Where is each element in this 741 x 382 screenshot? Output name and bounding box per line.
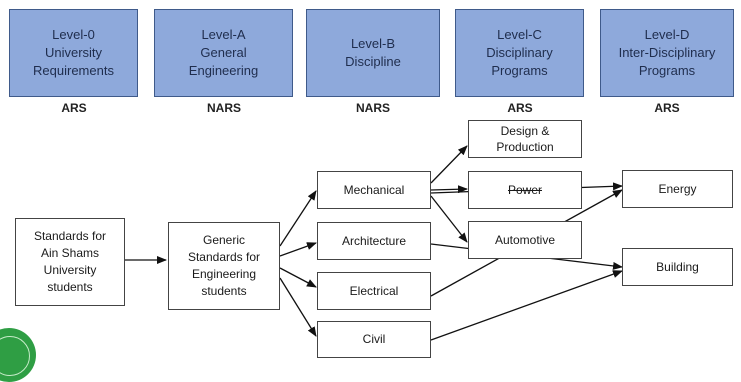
arrow-generic-to-mechanical [279, 190, 317, 247]
level-b-line-2: Discipline [345, 54, 401, 69]
level-c-title: Level-C [497, 27, 542, 42]
level-d-header: Level-D Inter-Disciplinary Programs [600, 9, 734, 97]
level-d-standard: ARS [654, 101, 680, 115]
arrow-civil-to-building [430, 270, 623, 341]
node-electrical-label: Electrical [349, 283, 399, 298]
level-0-line-2: University [44, 45, 103, 60]
node-energy-label: Energy [658, 181, 697, 196]
level-d-line-2: Inter-Disciplinary [618, 45, 716, 60]
node-power-label: Power [507, 182, 542, 197]
level-0-title: Level-0 [52, 27, 95, 42]
level-a-standard: NARS [206, 101, 241, 115]
level-0-header: Level-0 University Requirements [9, 9, 138, 97]
node-building: Building [622, 248, 733, 286]
level-0-standard: ARS [61, 101, 87, 115]
node-generic-line-1: Generic [202, 233, 246, 247]
node-ain-shams-line-4: students [47, 280, 93, 294]
level-a-title: Level-A [201, 27, 246, 42]
arrow-generic-to-electrical [279, 267, 317, 288]
node-design-line-2: Production [496, 140, 554, 154]
node-energy: Energy [622, 170, 733, 208]
node-automotive: Automotive [468, 221, 582, 259]
node-architecture-label: Architecture [341, 233, 407, 248]
node-mechanical: Mechanical [317, 171, 431, 209]
level-0-line-3: Requirements [33, 63, 114, 78]
node-ain-shams-standards: Standards for Ain Shams University stude… [15, 218, 125, 306]
node-mechanical-label: Mechanical [343, 182, 405, 197]
level-a-header: Level-A General Engineering [154, 9, 293, 97]
arrow-mechanical-to-automotive [430, 195, 468, 243]
node-generic-line-3: Engineering [191, 267, 257, 281]
level-b-header: Level-B Discipline [306, 9, 440, 97]
level-b-title: Level-B [350, 36, 396, 51]
node-civil-label: Civil [362, 332, 386, 346]
level-c-header: Level-C Disciplinary Programs [455, 9, 584, 97]
node-design-production: Design & Production [468, 120, 582, 158]
level-c-standard: ARS [507, 101, 533, 115]
node-design-line-1: Design & [500, 124, 550, 138]
arrow-generic-to-architecture [279, 242, 317, 257]
node-generic-standards: Generic Standards for Engineering studen… [168, 222, 280, 310]
level-d-line-3: Programs [638, 63, 696, 78]
node-automotive-label: Automotive [494, 232, 556, 247]
arrow-mechanical-to-design [430, 145, 468, 184]
level-c-line-3: Programs [491, 63, 548, 78]
level-c-line-2: Disciplinary [486, 45, 553, 60]
node-generic-line-2: Standards for [187, 250, 261, 264]
level-b-standard: NARS [355, 101, 390, 115]
node-building-label: Building [656, 259, 699, 274]
node-ain-shams-line-2: Ain Shams [40, 246, 100, 260]
arrow-generic-to-civil [279, 277, 317, 337]
node-ain-shams-line-3: University [43, 263, 97, 277]
arrow-mechanical-to-power [430, 185, 468, 194]
node-power: Power [468, 171, 582, 209]
node-electrical: Electrical [317, 272, 431, 310]
node-generic-line-4: students [201, 284, 247, 298]
node-ain-shams-line-1: Standards for [33, 229, 107, 243]
level-a-line-3: Engineering [188, 63, 259, 78]
level-a-line-2: General [200, 45, 247, 60]
level-d-title: Level-D [644, 27, 690, 42]
node-architecture: Architecture [317, 222, 431, 260]
node-civil: Civil [317, 321, 431, 358]
